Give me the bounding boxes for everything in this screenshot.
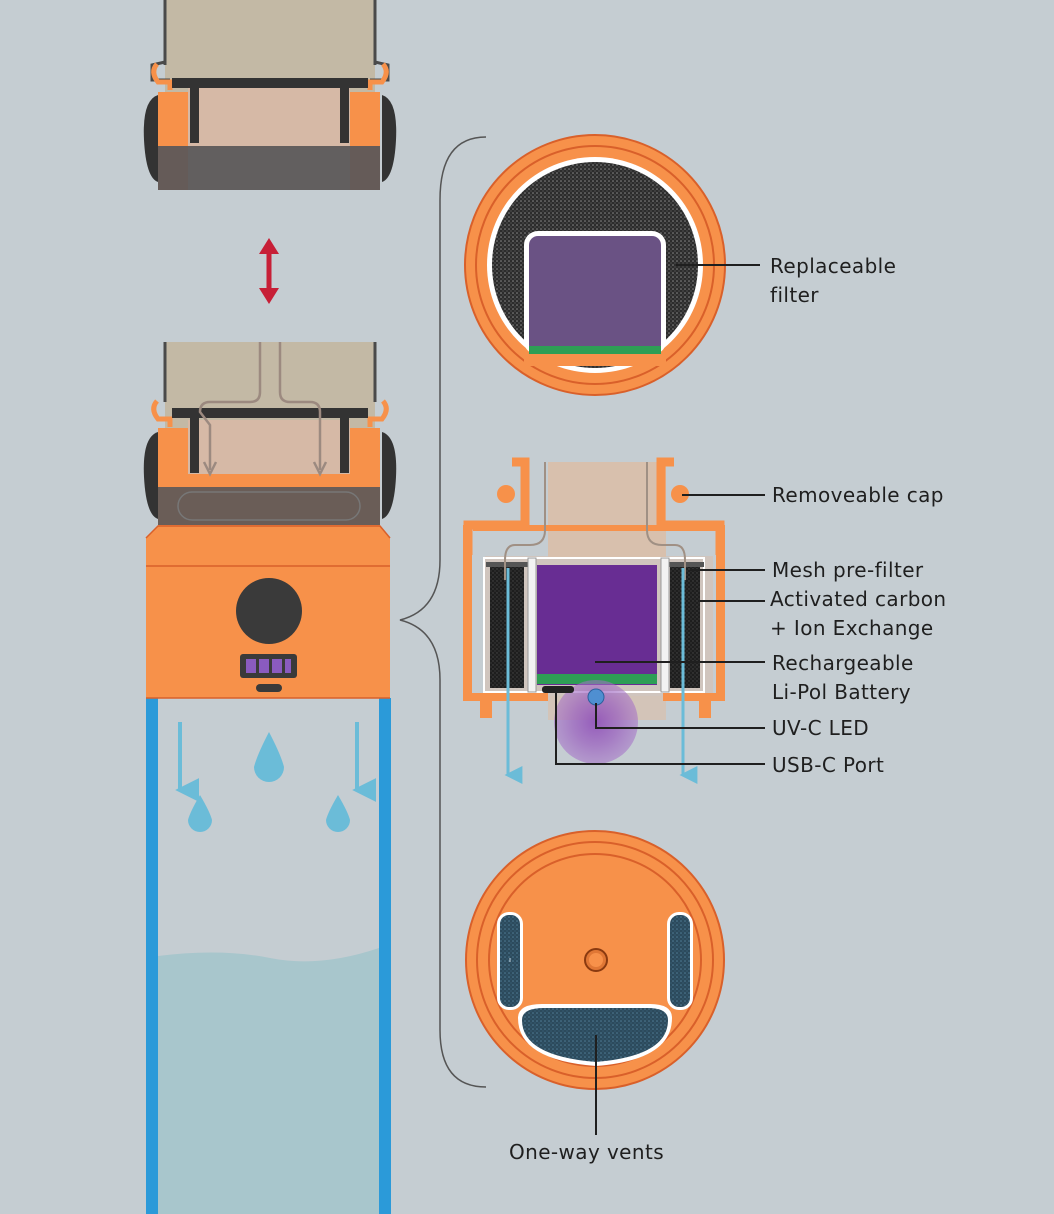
rechargeable-battery — [537, 565, 657, 685]
top-view — [464, 134, 726, 396]
cap-band — [158, 146, 380, 190]
label-usb-c-port: USB-C Port — [772, 753, 884, 777]
vent-right — [670, 915, 690, 1007]
water-drop-icon — [254, 732, 284, 782]
label-activated-carbon-2: + Ion Exchange — [770, 616, 934, 640]
label-mesh-pre-filter: Mesh pre-filter — [772, 558, 924, 582]
label-activated-carbon-1: Activated carbon — [770, 587, 947, 611]
detached-cap-top — [143, 0, 397, 190]
label-one-way-vents: One-way vents — [509, 1140, 664, 1164]
callout-lines — [555, 264, 765, 1135]
label-uv-c-led: UV-C LED — [772, 716, 869, 740]
assembled-bottle — [143, 342, 397, 1214]
water-level — [158, 948, 379, 1214]
replaceable-filter — [529, 236, 661, 354]
water-drop-icon — [188, 795, 212, 832]
activated-carbon-right — [670, 566, 700, 688]
usb-c-port-outside — [256, 684, 282, 692]
detail-brace — [399, 136, 487, 1088]
water-drop-icon — [326, 795, 350, 832]
usb-c-port — [542, 686, 574, 693]
grip-left — [143, 95, 158, 182]
label-replaceable-filter-2: filter — [770, 283, 819, 307]
label-battery-2: Li-Pol Battery — [772, 680, 911, 704]
bottle-wall-left — [146, 698, 158, 1214]
bottle-wall-right — [379, 698, 391, 1214]
cross-section — [463, 457, 725, 784]
uv-c-led — [587, 688, 605, 706]
mesh-pre-filter — [486, 562, 528, 567]
double-arrow-icon — [259, 238, 279, 304]
label-replaceable-filter-1: Replaceable — [770, 254, 896, 278]
grip-right — [382, 95, 397, 182]
label-battery-1: Rechargeable — [772, 651, 914, 675]
label-removeable-cap: Removeable cap — [772, 483, 944, 507]
uv-button — [236, 578, 302, 644]
